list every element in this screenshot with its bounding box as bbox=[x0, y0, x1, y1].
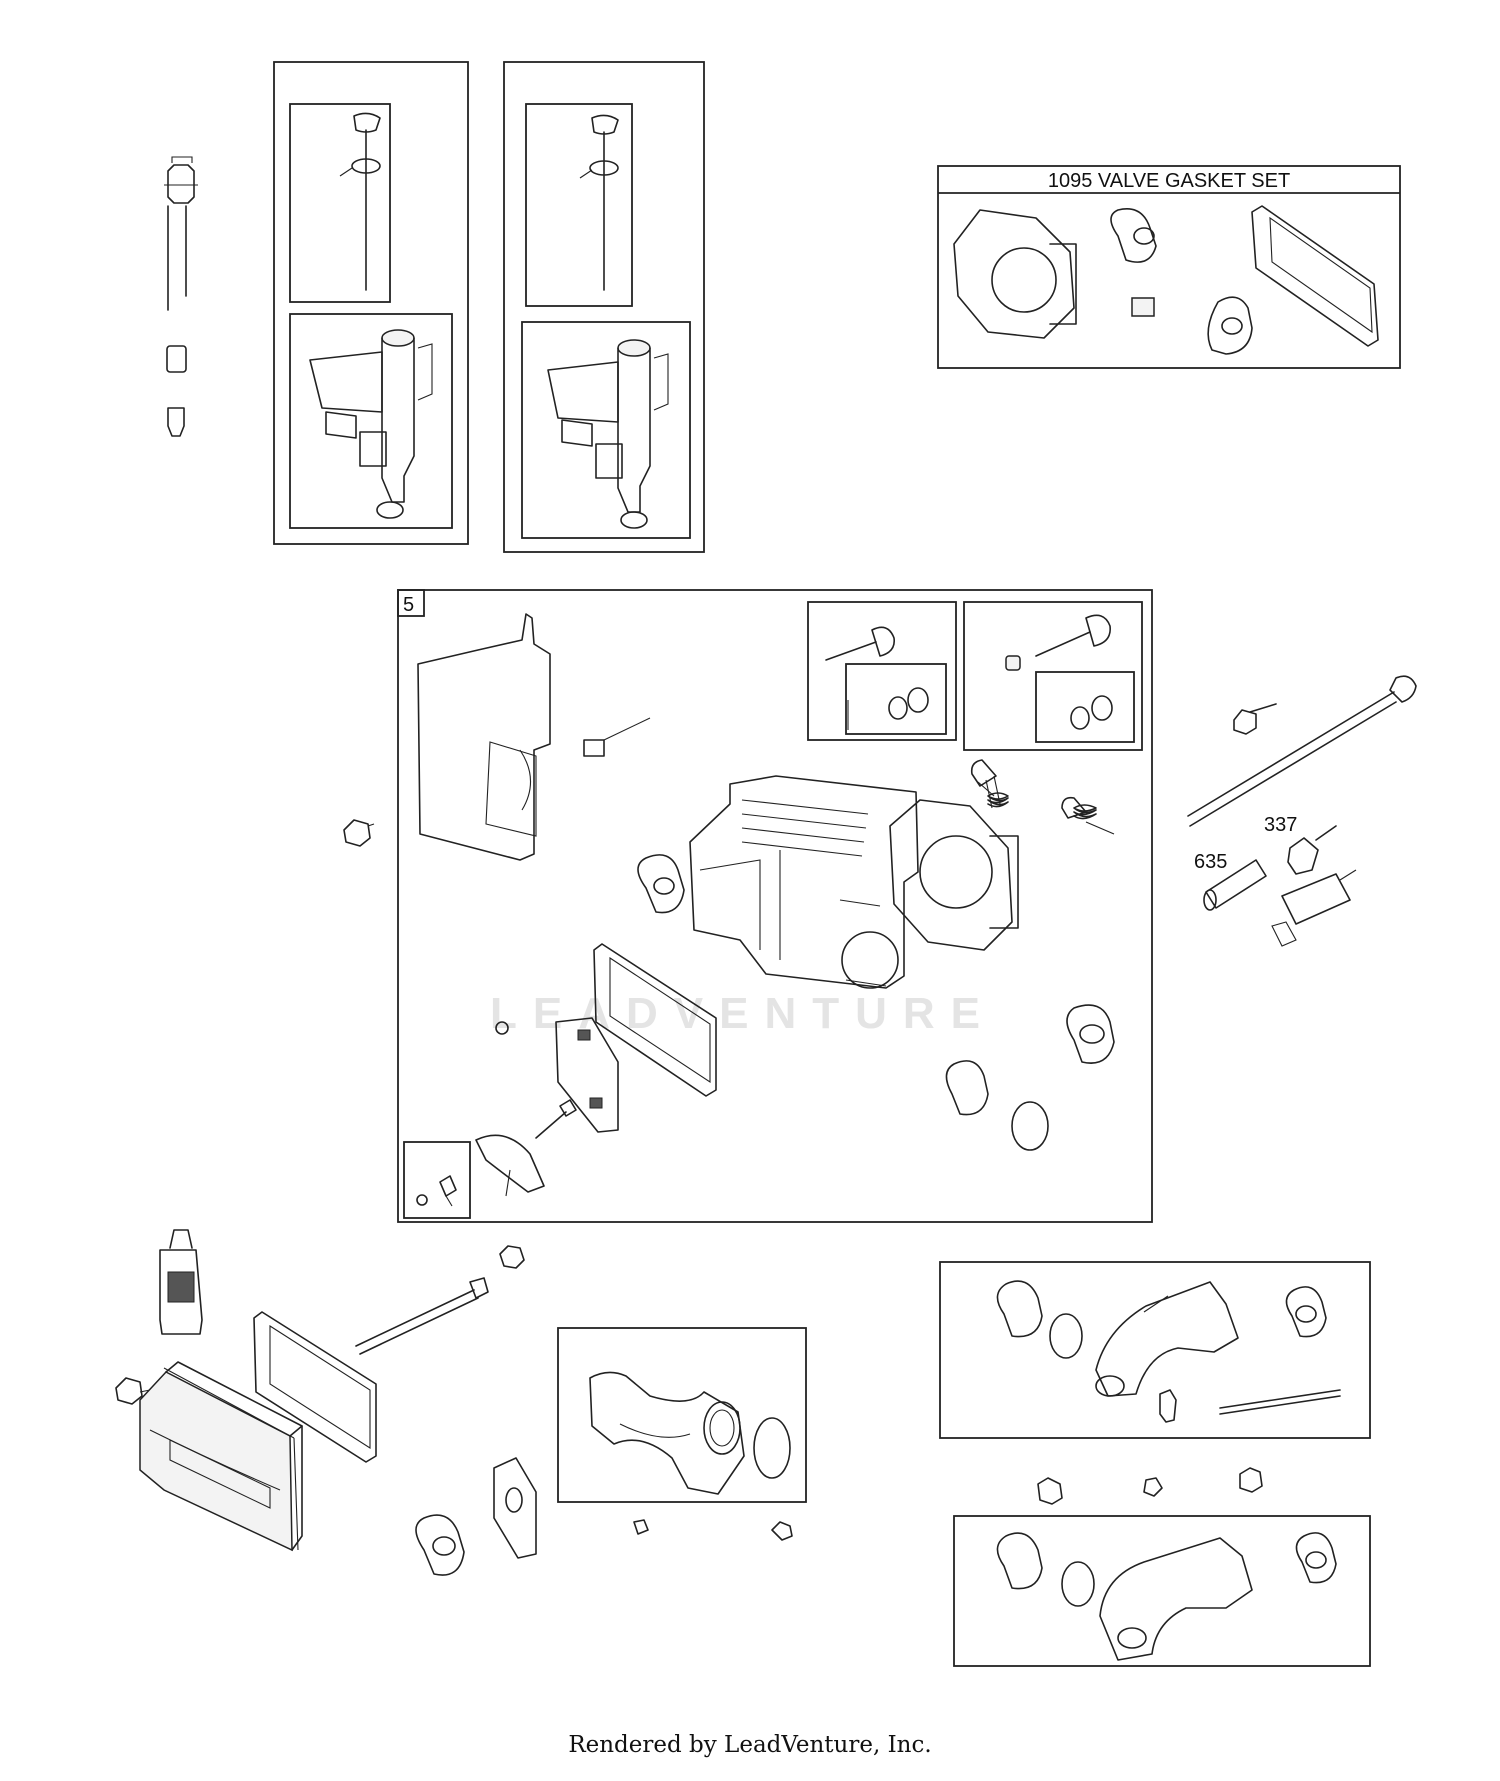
dipstick-kit-box-1 bbox=[273, 61, 469, 545]
intake-manifold-2[interactable] bbox=[996, 1532, 1337, 1661]
dipstick-2[interactable] bbox=[579, 114, 619, 291]
small-ball[interactable] bbox=[495, 1021, 509, 1035]
watermark: LEADVENTURE bbox=[490, 989, 996, 1038]
exhaust-valve[interactable] bbox=[1005, 614, 1111, 671]
valve-gasket-set-title: 1095 VALVE GASKET SET bbox=[1048, 170, 1290, 192]
intake-valve-box bbox=[807, 601, 957, 741]
ignition-coil[interactable] bbox=[1271, 869, 1357, 947]
fastener-kit-box bbox=[403, 1141, 471, 1219]
head-bolt-right[interactable] bbox=[1233, 703, 1277, 735]
oil-fill-tube-1[interactable] bbox=[309, 329, 433, 519]
oil-fill-tube-box-1 bbox=[289, 313, 453, 529]
intake-elbow-o-ring[interactable] bbox=[753, 1417, 791, 1479]
intake-valve-keepers[interactable] bbox=[847, 687, 929, 730]
head-gasket[interactable] bbox=[889, 799, 1019, 951]
oil-fill-tube-2[interactable] bbox=[547, 339, 669, 529]
intake-manifold-box-2 bbox=[953, 1515, 1371, 1667]
intake-port-gasket[interactable] bbox=[637, 854, 685, 914]
dipstick-sub-box-1 bbox=[289, 103, 391, 303]
rocker-cover-gasket[interactable] bbox=[593, 943, 717, 1097]
head-bolt-left[interactable] bbox=[343, 819, 375, 847]
manifold-nut-1[interactable] bbox=[1143, 1477, 1163, 1497]
intake-elbow[interactable] bbox=[589, 1371, 745, 1495]
exhaust-valve-keeper-box bbox=[1035, 671, 1135, 743]
nut[interactable] bbox=[499, 1245, 525, 1269]
manifold-nut-2[interactable] bbox=[1239, 1467, 1263, 1493]
spark-plug-337[interactable] bbox=[1287, 825, 1337, 875]
part-635-label: 635 bbox=[1194, 851, 1227, 873]
footer-credit: Rendered by LeadVenture, Inc. bbox=[568, 1732, 932, 1758]
oil-fill-tube-box-2 bbox=[521, 321, 691, 539]
valve-spring-2[interactable] bbox=[1073, 804, 1097, 820]
elbow-gasket[interactable] bbox=[493, 1457, 537, 1559]
dipstick-tube-parts[interactable] bbox=[164, 156, 198, 437]
rocker-arm[interactable] bbox=[475, 1134, 545, 1197]
part-337-label: 337 bbox=[1264, 814, 1297, 836]
small-screw-1[interactable] bbox=[771, 1521, 793, 1541]
port-gasket[interactable] bbox=[945, 1060, 989, 1116]
cylinder-head-assembly-box bbox=[397, 589, 1153, 1223]
pushrod[interactable] bbox=[1187, 675, 1417, 827]
dipstick-kit-box-2 bbox=[503, 61, 705, 553]
dipstick-sub-box-2 bbox=[525, 103, 633, 307]
small-nut-1[interactable] bbox=[633, 1519, 649, 1535]
air-guide[interactable] bbox=[417, 613, 651, 861]
spark-plug-boot-635[interactable] bbox=[1203, 859, 1267, 911]
rocker-cover[interactable] bbox=[139, 1361, 303, 1552]
valve-gasket-set[interactable]: 1095 VALVE GASKET SET bbox=[937, 165, 1401, 369]
exhaust-flange-gasket[interactable] bbox=[1066, 1004, 1115, 1064]
manifold-bolt[interactable] bbox=[1037, 1477, 1063, 1505]
rocker-cover-gasket-lower[interactable] bbox=[253, 1311, 377, 1463]
ref-box bbox=[397, 589, 425, 617]
exhaust-valve-box bbox=[963, 601, 1143, 751]
assembly-ref-label: 5 bbox=[403, 594, 414, 616]
intake-manifold-1[interactable] bbox=[996, 1280, 1341, 1423]
cylinder-head[interactable] bbox=[689, 759, 1115, 989]
intake-manifold-box-1 bbox=[939, 1261, 1371, 1439]
intake-elbow-box bbox=[557, 1327, 807, 1503]
adjusting-screw[interactable] bbox=[416, 1175, 457, 1207]
breather-tube-stud[interactable] bbox=[355, 1277, 489, 1355]
breather-plate[interactable] bbox=[555, 1017, 619, 1133]
o-ring[interactable] bbox=[1011, 1101, 1049, 1151]
intake-valve-keeper-box bbox=[845, 663, 947, 735]
exhaust-valve-keepers[interactable] bbox=[1070, 695, 1113, 730]
dipstick-1[interactable] bbox=[289, 112, 381, 300]
intake-valve[interactable] bbox=[825, 626, 896, 661]
carburetor-gasket[interactable] bbox=[415, 1514, 465, 1576]
valve-spring-1[interactable] bbox=[977, 781, 1009, 808]
sealant-tube[interactable] bbox=[159, 1229, 203, 1335]
rocker-arm-stud[interactable] bbox=[535, 1099, 577, 1139]
